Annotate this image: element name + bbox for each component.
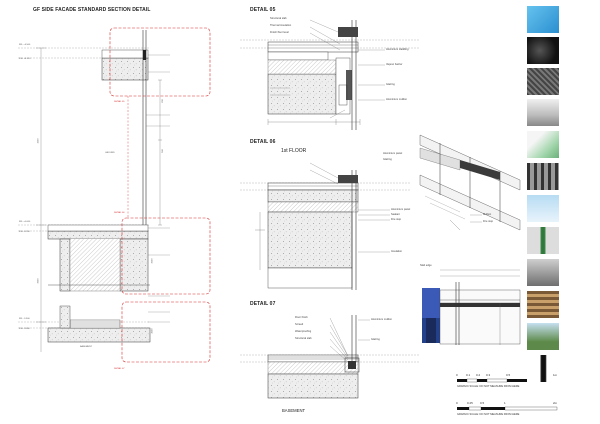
glazing-photo-icon <box>527 195 559 222</box>
detail-05-note: Thermal insulation <box>270 24 292 27</box>
perspective-note: Mullion <box>483 213 492 216</box>
insulation-board-icon <box>527 6 559 33</box>
steel-truss-icon <box>527 163 559 190</box>
detail-07-note: Structural slab <box>295 337 312 340</box>
level-mark: FFL +0.000 <box>19 221 31 223</box>
level-mark: FFL -3.500 <box>19 318 30 320</box>
level-mark: FFL +4.500 <box>19 44 31 46</box>
metal-mesh-icon <box>527 68 559 95</box>
dimension: 1500 <box>37 138 40 144</box>
detail-07-note: Floor finish <box>295 316 308 319</box>
scale-tick: 2m <box>553 401 558 405</box>
scale-caption: GRAPHIC SCALE: DO NOT MEASURE FROM HERE <box>457 413 520 416</box>
grid-structure-icon <box>527 291 559 318</box>
detail-05-title: DETAIL 05 <box>250 7 276 13</box>
scale-tick: 0.3 <box>486 373 491 377</box>
scale-tick: 0.2 <box>476 373 481 377</box>
dimension: 200 <box>161 99 164 103</box>
construction-site-icon <box>527 259 559 286</box>
detail-06-note: Fire stop <box>391 218 402 221</box>
detail-06-note: Sealant <box>391 213 400 216</box>
black-rod-icon <box>527 355 559 382</box>
level-mark: FSL -3.650 <box>19 328 30 330</box>
basement-room-label: BASEMENT <box>80 346 93 348</box>
scale-tick: 0 <box>456 401 458 405</box>
first-floor-label: 1st FLOOR <box>281 148 307 154</box>
dimension: 3500 <box>151 258 154 264</box>
scale-tick: 0.5 <box>506 373 511 377</box>
detail-06-note: Insulation <box>391 250 403 253</box>
detail-07-note: Aluminium mullion <box>371 318 393 321</box>
column-detail-icon <box>527 227 559 254</box>
level-mark: FSL +4.310 <box>19 58 31 60</box>
detail-05-note: Aluminium mullion <box>386 98 408 101</box>
callout-detail-06[interactable]: DETAIL 06 <box>114 212 125 214</box>
basement-label: BASEMENT <box>282 408 306 413</box>
scale-tick: 0.1 <box>466 373 471 377</box>
scale-tick: 0.5 <box>480 401 485 405</box>
detail-07-drawing <box>240 315 420 399</box>
dimension: 500 <box>161 149 164 153</box>
detail-05-note: Vapour barrier <box>386 63 403 66</box>
detail-06-drawing <box>240 162 410 290</box>
detail-06-note: Aluminium panel <box>391 208 411 211</box>
perspective-note: Fire stop <box>483 220 494 223</box>
callout-detail-07[interactable]: DETAIL 07 <box>114 368 125 370</box>
glass-panel-icon <box>527 131 559 158</box>
facade-perspective-top <box>419 134 521 231</box>
scale-tick: 0.25 <box>467 401 473 405</box>
detail-05-note: Structural slab <box>270 17 287 20</box>
facade-photo-icon <box>527 323 559 350</box>
callout-detail-05[interactable]: DETAIL 05 <box>114 101 125 103</box>
detail-05-drawing <box>240 19 420 130</box>
level-mark: FSL -0.150 <box>19 231 30 233</box>
scale-caption: GRAPHIC SCALE: DO NOT MEASURE FROM HERE <box>457 385 520 388</box>
scale-tick: 1m <box>553 373 558 377</box>
scale-bar-2 <box>457 406 558 411</box>
detail-05-note: Aluminium cladding <box>386 48 409 51</box>
detail-07-note: Screed <box>295 323 304 326</box>
perspective-note: Slab edge <box>420 264 432 267</box>
dimension: 3000 <box>37 278 40 284</box>
perspective-note: Glazing <box>383 158 392 161</box>
perspective-note: Aluminium panel <box>383 152 403 155</box>
detail-06-title: DETAIL 06 <box>250 139 276 145</box>
dimension: 4500 <box>151 328 154 334</box>
detail-05-note: Finish floor level <box>270 31 289 34</box>
facade-perspective-bottom <box>422 269 521 345</box>
membrane-roll-icon <box>527 37 559 64</box>
detail-07-title: DETAIL 07 <box>250 301 276 307</box>
ground-room-label: GROUND <box>105 152 115 154</box>
detail-05-note: Glazing <box>386 83 395 86</box>
detail-07-note: Waterproofing <box>295 330 312 333</box>
detail-07-note: Glazing <box>371 338 380 341</box>
scale-tick: 0 <box>456 373 458 377</box>
interior-photo-icon <box>527 99 559 126</box>
scale-tick: 1 <box>504 401 506 405</box>
main-section-title: GF SIDE FACADE STANDARD SECTION DETAIL <box>33 7 151 13</box>
